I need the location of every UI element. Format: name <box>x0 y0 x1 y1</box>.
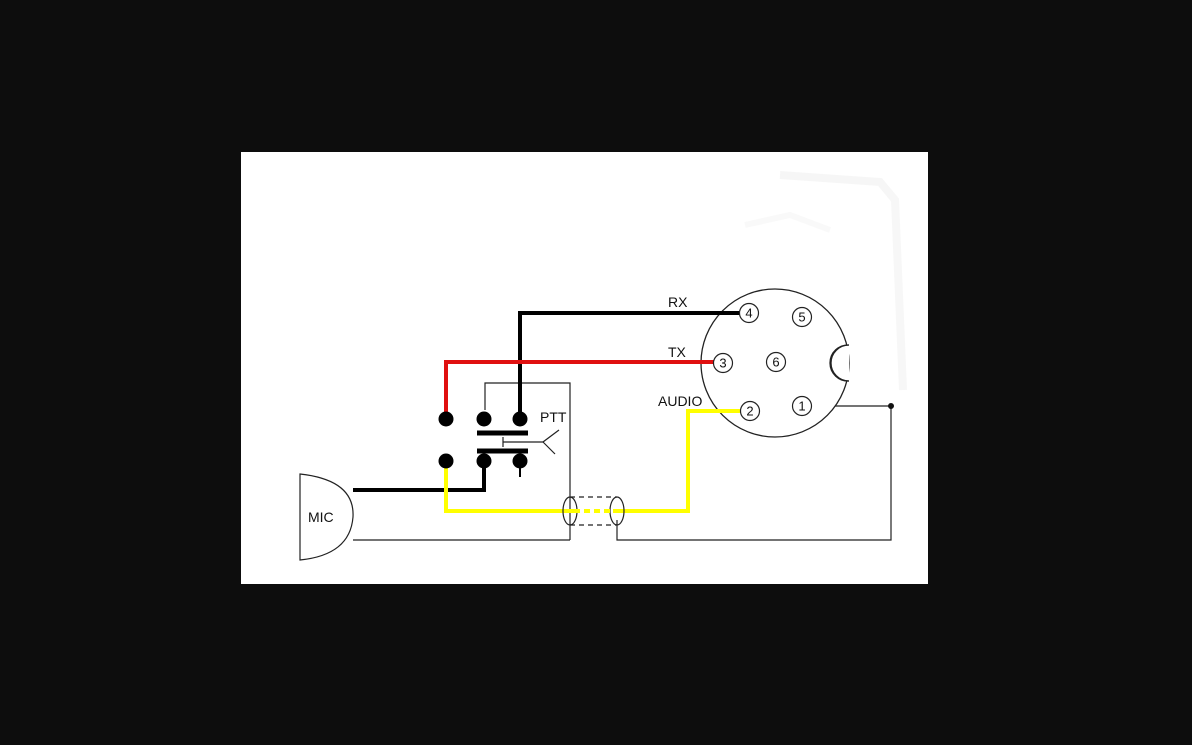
mic-label: MIC <box>308 509 334 525</box>
ptt-contact <box>512 453 528 469</box>
ptt-contact-rx <box>512 411 528 427</box>
pin-1: 1 <box>791 395 813 417</box>
svg-text:6: 6 <box>772 355 779 370</box>
pin-2: 2 <box>739 400 761 422</box>
svg-text:1: 1 <box>798 399 805 414</box>
ptt-switch <box>438 411 560 477</box>
pin-4: 4 <box>738 302 760 324</box>
rx-label: RX <box>668 294 688 310</box>
mic-wire <box>353 460 486 492</box>
ptt-housing <box>484 382 571 540</box>
svg-text:4: 4 <box>745 306 752 321</box>
ptt-contact-tx <box>438 411 454 427</box>
pin-5: 5 <box>791 306 813 328</box>
pin-3: 3 <box>712 352 734 374</box>
tx-label: TX <box>668 344 687 360</box>
svg-text:3: 3 <box>719 356 726 371</box>
audio-label: AUDIO <box>658 393 702 409</box>
rx-wire <box>518 311 740 418</box>
connector-pins: 4 5 3 6 2 1 <box>712 302 813 422</box>
shielded-cable <box>562 496 625 526</box>
svg-text:2: 2 <box>746 404 753 419</box>
ptt-contact-audio <box>438 453 454 469</box>
smudge-artifact <box>744 171 907 391</box>
pin-6: 6 <box>765 351 787 373</box>
ptt-label: PTT <box>540 409 567 425</box>
ptt-contact-mic <box>476 453 492 469</box>
microphone: MIC <box>299 473 354 561</box>
audio-wire <box>444 409 741 513</box>
ptt-contact <box>476 411 492 427</box>
svg-text:5: 5 <box>798 310 805 325</box>
tx-wire <box>444 360 714 418</box>
